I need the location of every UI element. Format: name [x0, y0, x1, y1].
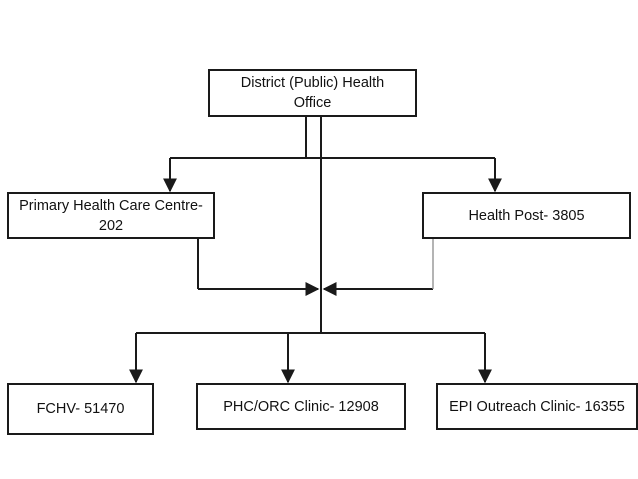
primary-health-care-centre-box: Primary Health Care Centre- 202	[7, 192, 215, 239]
phcc-label-line2: 202	[98, 217, 124, 234]
district-label-line2: Office	[293, 95, 332, 111]
district-health-office-box: District (Public) Health Office	[208, 69, 417, 117]
fchv-label: FCHV- 51470	[36, 401, 125, 417]
phc-orc-clinic-box: PHC/ORC Clinic- 12908	[196, 383, 406, 430]
epi-label: EPI Outreach Clinic- 16355	[449, 398, 625, 415]
health-post-box: Health Post- 3805	[422, 192, 631, 239]
epi-outreach-clinic-box: EPI Outreach Clinic- 16355	[436, 383, 638, 430]
phc-orc-label: PHC/ORC Clinic- 12908	[223, 398, 379, 415]
fchv-box: FCHV- 51470	[7, 383, 154, 435]
health-post-label: Health Post- 3805	[468, 207, 585, 224]
district-label-line1: District (Public) Health	[240, 75, 385, 91]
phcc-label-line1: Primary Health Care Centre-	[19, 197, 203, 214]
